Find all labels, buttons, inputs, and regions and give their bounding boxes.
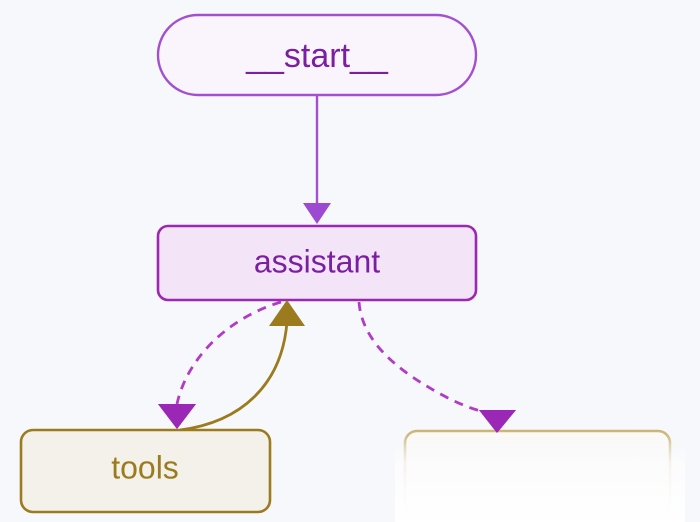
edge-tools-to-assistant[interactable] bbox=[179, 300, 305, 432]
node-assistant-label: assistant bbox=[254, 243, 380, 279]
edge-tools-to-assistant-arrowhead bbox=[269, 300, 305, 326]
node-start-label: __start__ bbox=[245, 37, 389, 75]
node-start[interactable]: __start__ bbox=[156, 13, 478, 97]
node-clipped-right[interactable] bbox=[395, 429, 685, 522]
edge-start-to-assistant[interactable] bbox=[303, 95, 331, 224]
edge-start-to-assistant-arrowhead bbox=[303, 203, 331, 224]
edge-assistant-to-tools-arrowhead-top bbox=[158, 404, 196, 429]
node-clipped-right-fade-overlay bbox=[395, 436, 685, 522]
node-tools-label: tools bbox=[111, 449, 179, 485]
node-start-shape bbox=[156, 13, 478, 97]
node-assistant[interactable]: assistant bbox=[156, 224, 478, 302]
edge-tools-to-assistant-line bbox=[179, 321, 289, 432]
node-tools-shape bbox=[19, 428, 272, 514]
edge-assistant-to-clipped-node-arrowhead-top bbox=[479, 410, 516, 433]
node-tools[interactable]: tools bbox=[19, 428, 272, 514]
node-assistant-shape bbox=[156, 224, 478, 302]
edge-assistant-to-tools-line bbox=[175, 300, 282, 405]
